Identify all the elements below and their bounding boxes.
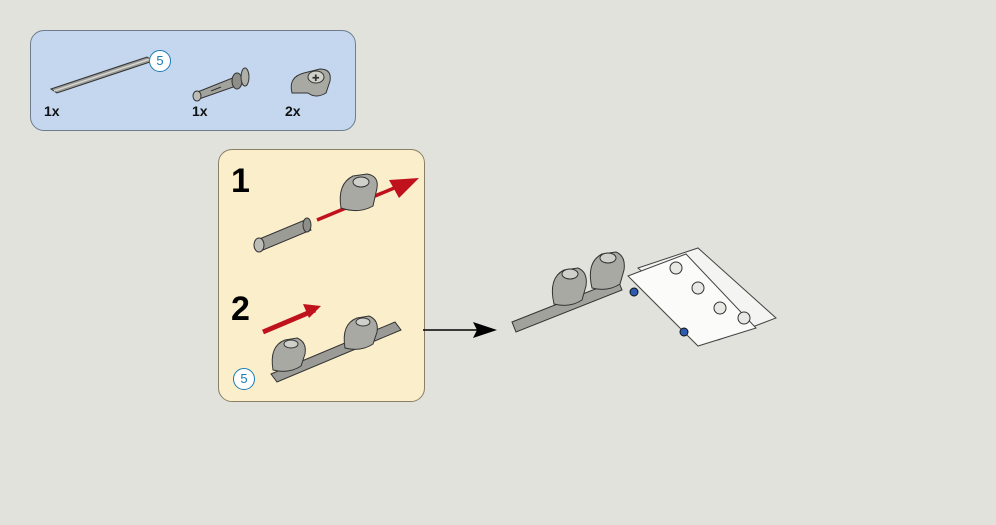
result-arrow-icon — [423, 322, 497, 338]
step-1-number: 1 — [231, 162, 250, 200]
step-2-assembly-icon — [262, 304, 402, 383]
technic-pin-with-axle-icon — [192, 67, 250, 102]
axle-quantity: 1x — [44, 103, 60, 119]
svg-text:✚: ✚ — [312, 74, 320, 84]
main-assembly-result-icon — [511, 247, 777, 347]
connector-quantity: 2x — [285, 103, 301, 119]
axle-length-badge: 5 — [149, 50, 171, 72]
technic-axle-icon — [49, 56, 155, 94]
sub-steps-panel: 1 2 5 — [218, 149, 425, 402]
parts-list-panel: 5 1x 1x ✚ 2x — [30, 30, 356, 131]
step-2-number: 2 — [231, 290, 250, 328]
pin-quantity: 1x — [192, 103, 208, 119]
motion-arrow-icon — [389, 178, 419, 198]
motion-arrow-icon — [303, 304, 321, 318]
step-1-assembly-icon — [253, 173, 419, 253]
step-2-length-badge: 5 — [233, 368, 255, 390]
cross-block-connector-icon: ✚ — [290, 68, 331, 97]
